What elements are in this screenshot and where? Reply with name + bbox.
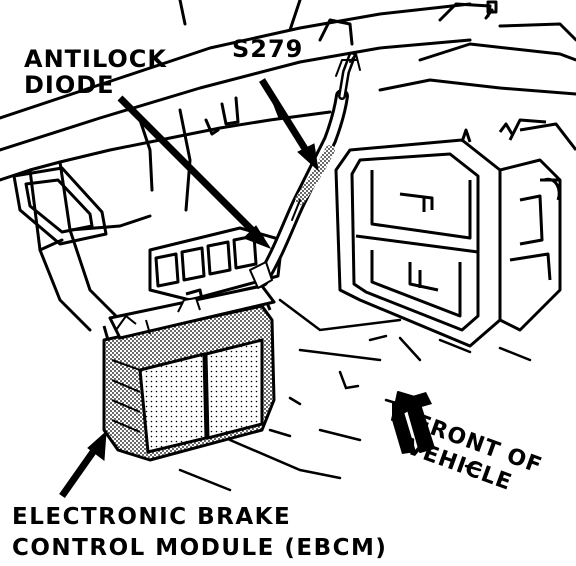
hvac-housing	[334, 118, 576, 348]
ebcm-label: ELECTRONIC BRAKE CONTROL MODULE (EBCM)	[12, 502, 387, 564]
s279-label: S279	[232, 35, 304, 63]
front-of-vehicle-arrow	[391, 391, 435, 454]
wiring-harness	[249, 52, 361, 289]
floor-details	[178, 298, 532, 492]
ebcm-module	[102, 284, 276, 462]
antilock-diode-arrow	[117, 95, 265, 243]
antilock-diode-label-line2: DIODE	[24, 71, 115, 99]
pointer-arrows	[59, 78, 319, 499]
left-vent	[12, 166, 108, 246]
s279-arrow	[259, 78, 315, 162]
antilock-diode-label: ANTILOCK DIODE	[24, 46, 167, 98]
dashboard-structure	[0, 0, 576, 332]
ebcm-label-line2: CONTROL MODULE (EBCM)	[12, 535, 388, 561]
ebcm-label-line1: ELECTRONIC BRAKE	[12, 504, 292, 530]
antilock-diode-label-line1: ANTILOCK	[24, 45, 168, 73]
